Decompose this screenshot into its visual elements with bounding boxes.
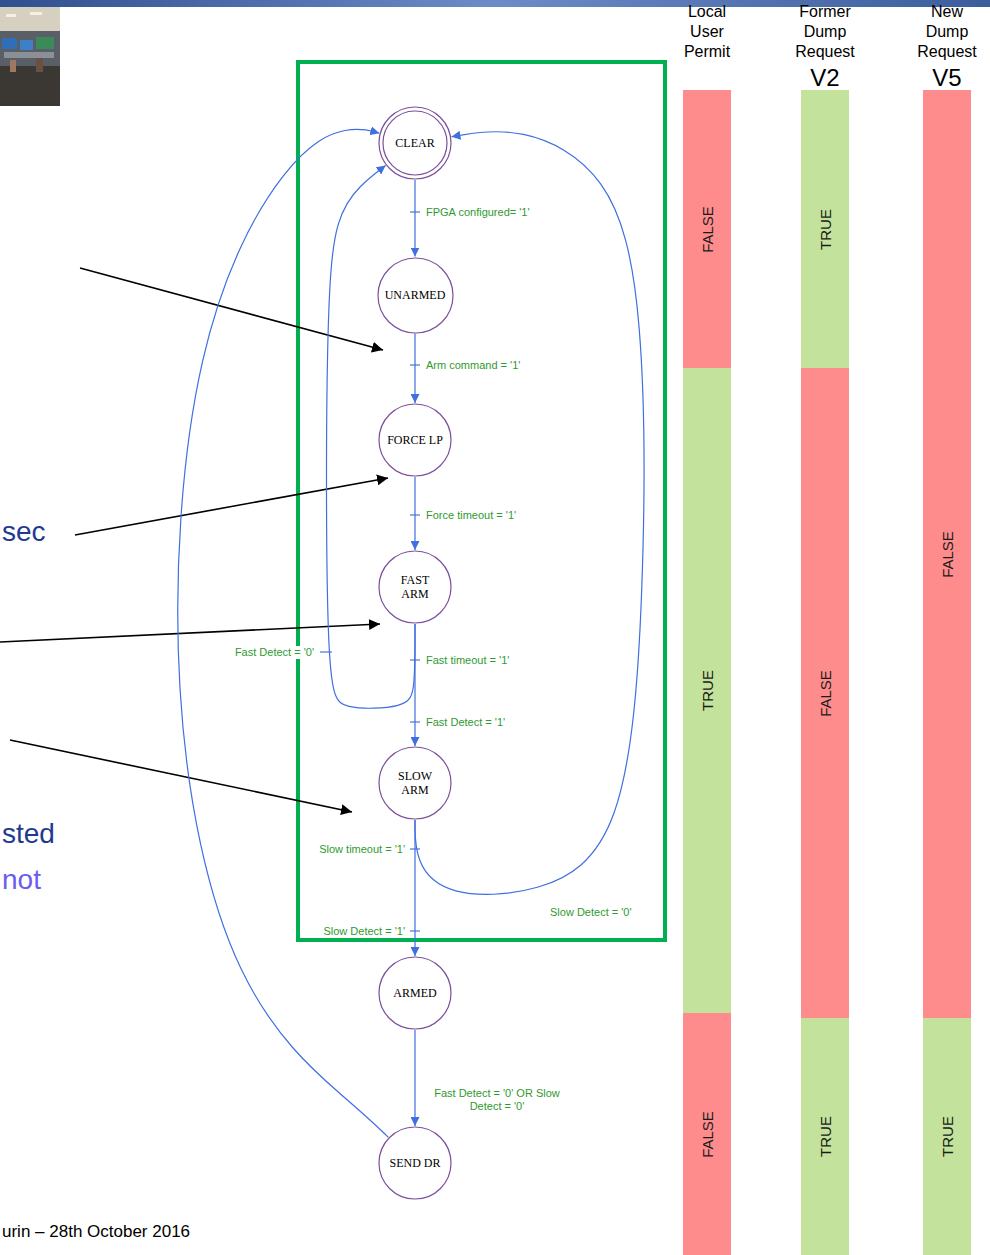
signal-value: TRUE	[939, 1116, 956, 1157]
state-ring	[378, 258, 453, 333]
state-ring	[379, 1127, 451, 1199]
state-name: FORCE LP	[387, 433, 443, 447]
signal-value: TRUE	[817, 1116, 834, 1157]
signal-band: FALSE	[683, 1013, 731, 1255]
leader-line	[0, 624, 380, 642]
state-circle: FORCE LP	[378, 403, 452, 477]
transition-arrow	[414, 477, 415, 550]
signal-band: TRUE	[923, 1018, 971, 1255]
signal-band: TRUE	[801, 1018, 849, 1255]
bullet-fragment: sted	[2, 818, 55, 850]
column-header: Local User Permit	[672, 2, 742, 62]
initial-ring	[383, 111, 447, 175]
transition-arrow	[414, 180, 415, 257]
state-name: UNARMED	[385, 288, 446, 302]
transition-label: Arm command = '1'	[424, 359, 522, 372]
signal-band: TRUE	[801, 90, 849, 368]
leader-line	[10, 740, 352, 812]
state-name: FAST ARM	[393, 573, 437, 601]
state-ring	[379, 404, 451, 476]
transition-label: Fast Detect = '1'	[424, 716, 507, 729]
signal-band: FALSE	[683, 90, 731, 368]
transition-arrow	[414, 820, 415, 956]
column-header: New Dump Request	[909, 2, 985, 62]
state-ring	[379, 107, 451, 179]
signal-value: TRUE	[817, 209, 834, 250]
transition-label: Slow Detect = '1'	[321, 925, 407, 938]
signal-value: FALSE	[816, 670, 833, 717]
state-ring	[379, 957, 451, 1029]
transition-arrow	[414, 1030, 415, 1126]
column-header: Former Dump Request	[787, 2, 863, 62]
transition-arrow	[414, 334, 415, 404]
signal-value: FALSE	[938, 531, 955, 578]
signal-value: TRUE	[699, 670, 716, 711]
leader-line	[75, 478, 388, 535]
footer-text: urin – 28th October 2016	[2, 1222, 190, 1242]
bullet-fragment: not	[2, 864, 41, 896]
signal-band: FALSE	[923, 90, 971, 1018]
signal-band: TRUE	[683, 368, 731, 1013]
state-name: SLOW ARM	[393, 769, 437, 797]
version-tag: V5	[932, 64, 961, 91]
state-ring	[379, 747, 451, 819]
state-circle: UNARMED	[377, 257, 454, 334]
transition-label: Fast Detect = '0'	[233, 646, 316, 659]
state-name: CLEAR	[395, 136, 434, 150]
bullet-fragment: sec	[2, 516, 46, 548]
tick	[320, 651, 332, 652]
control-room-photo	[0, 7, 60, 106]
state-name: SEND DR	[389, 1156, 440, 1170]
version-tag: V2	[810, 64, 839, 91]
state-circle: FAST ARM	[378, 550, 452, 624]
transition-label: Fast Detect = '0' OR Slow Detect = '0'	[429, 1087, 565, 1113]
state-circle: ARMED	[378, 956, 452, 1030]
transition-label: FPGA configured= '1'	[424, 206, 532, 219]
signal-value: FALSE	[698, 1111, 715, 1158]
group-frame	[298, 62, 665, 940]
transition-label: Force timeout = '1'	[424, 509, 518, 522]
transition-arrow	[178, 129, 389, 1137]
signal-value: FALSE	[698, 206, 715, 253]
state-circle: CLEAR	[378, 106, 452, 180]
state-circle: SLOW ARM	[378, 746, 452, 820]
state-name: ARMED	[393, 986, 436, 1000]
transition-label: Fast timeout = '1'	[424, 654, 511, 667]
state-circle: SEND DR	[378, 1126, 452, 1200]
transition-arrow	[414, 624, 415, 746]
leader-arrows	[0, 268, 388, 812]
transition-label: Slow Detect = '0'	[548, 906, 634, 919]
leader-line	[80, 268, 383, 350]
state-ring	[379, 551, 451, 623]
signal-band: FALSE	[801, 368, 849, 1018]
transition-label: Slow timeout = '1'	[317, 843, 407, 856]
